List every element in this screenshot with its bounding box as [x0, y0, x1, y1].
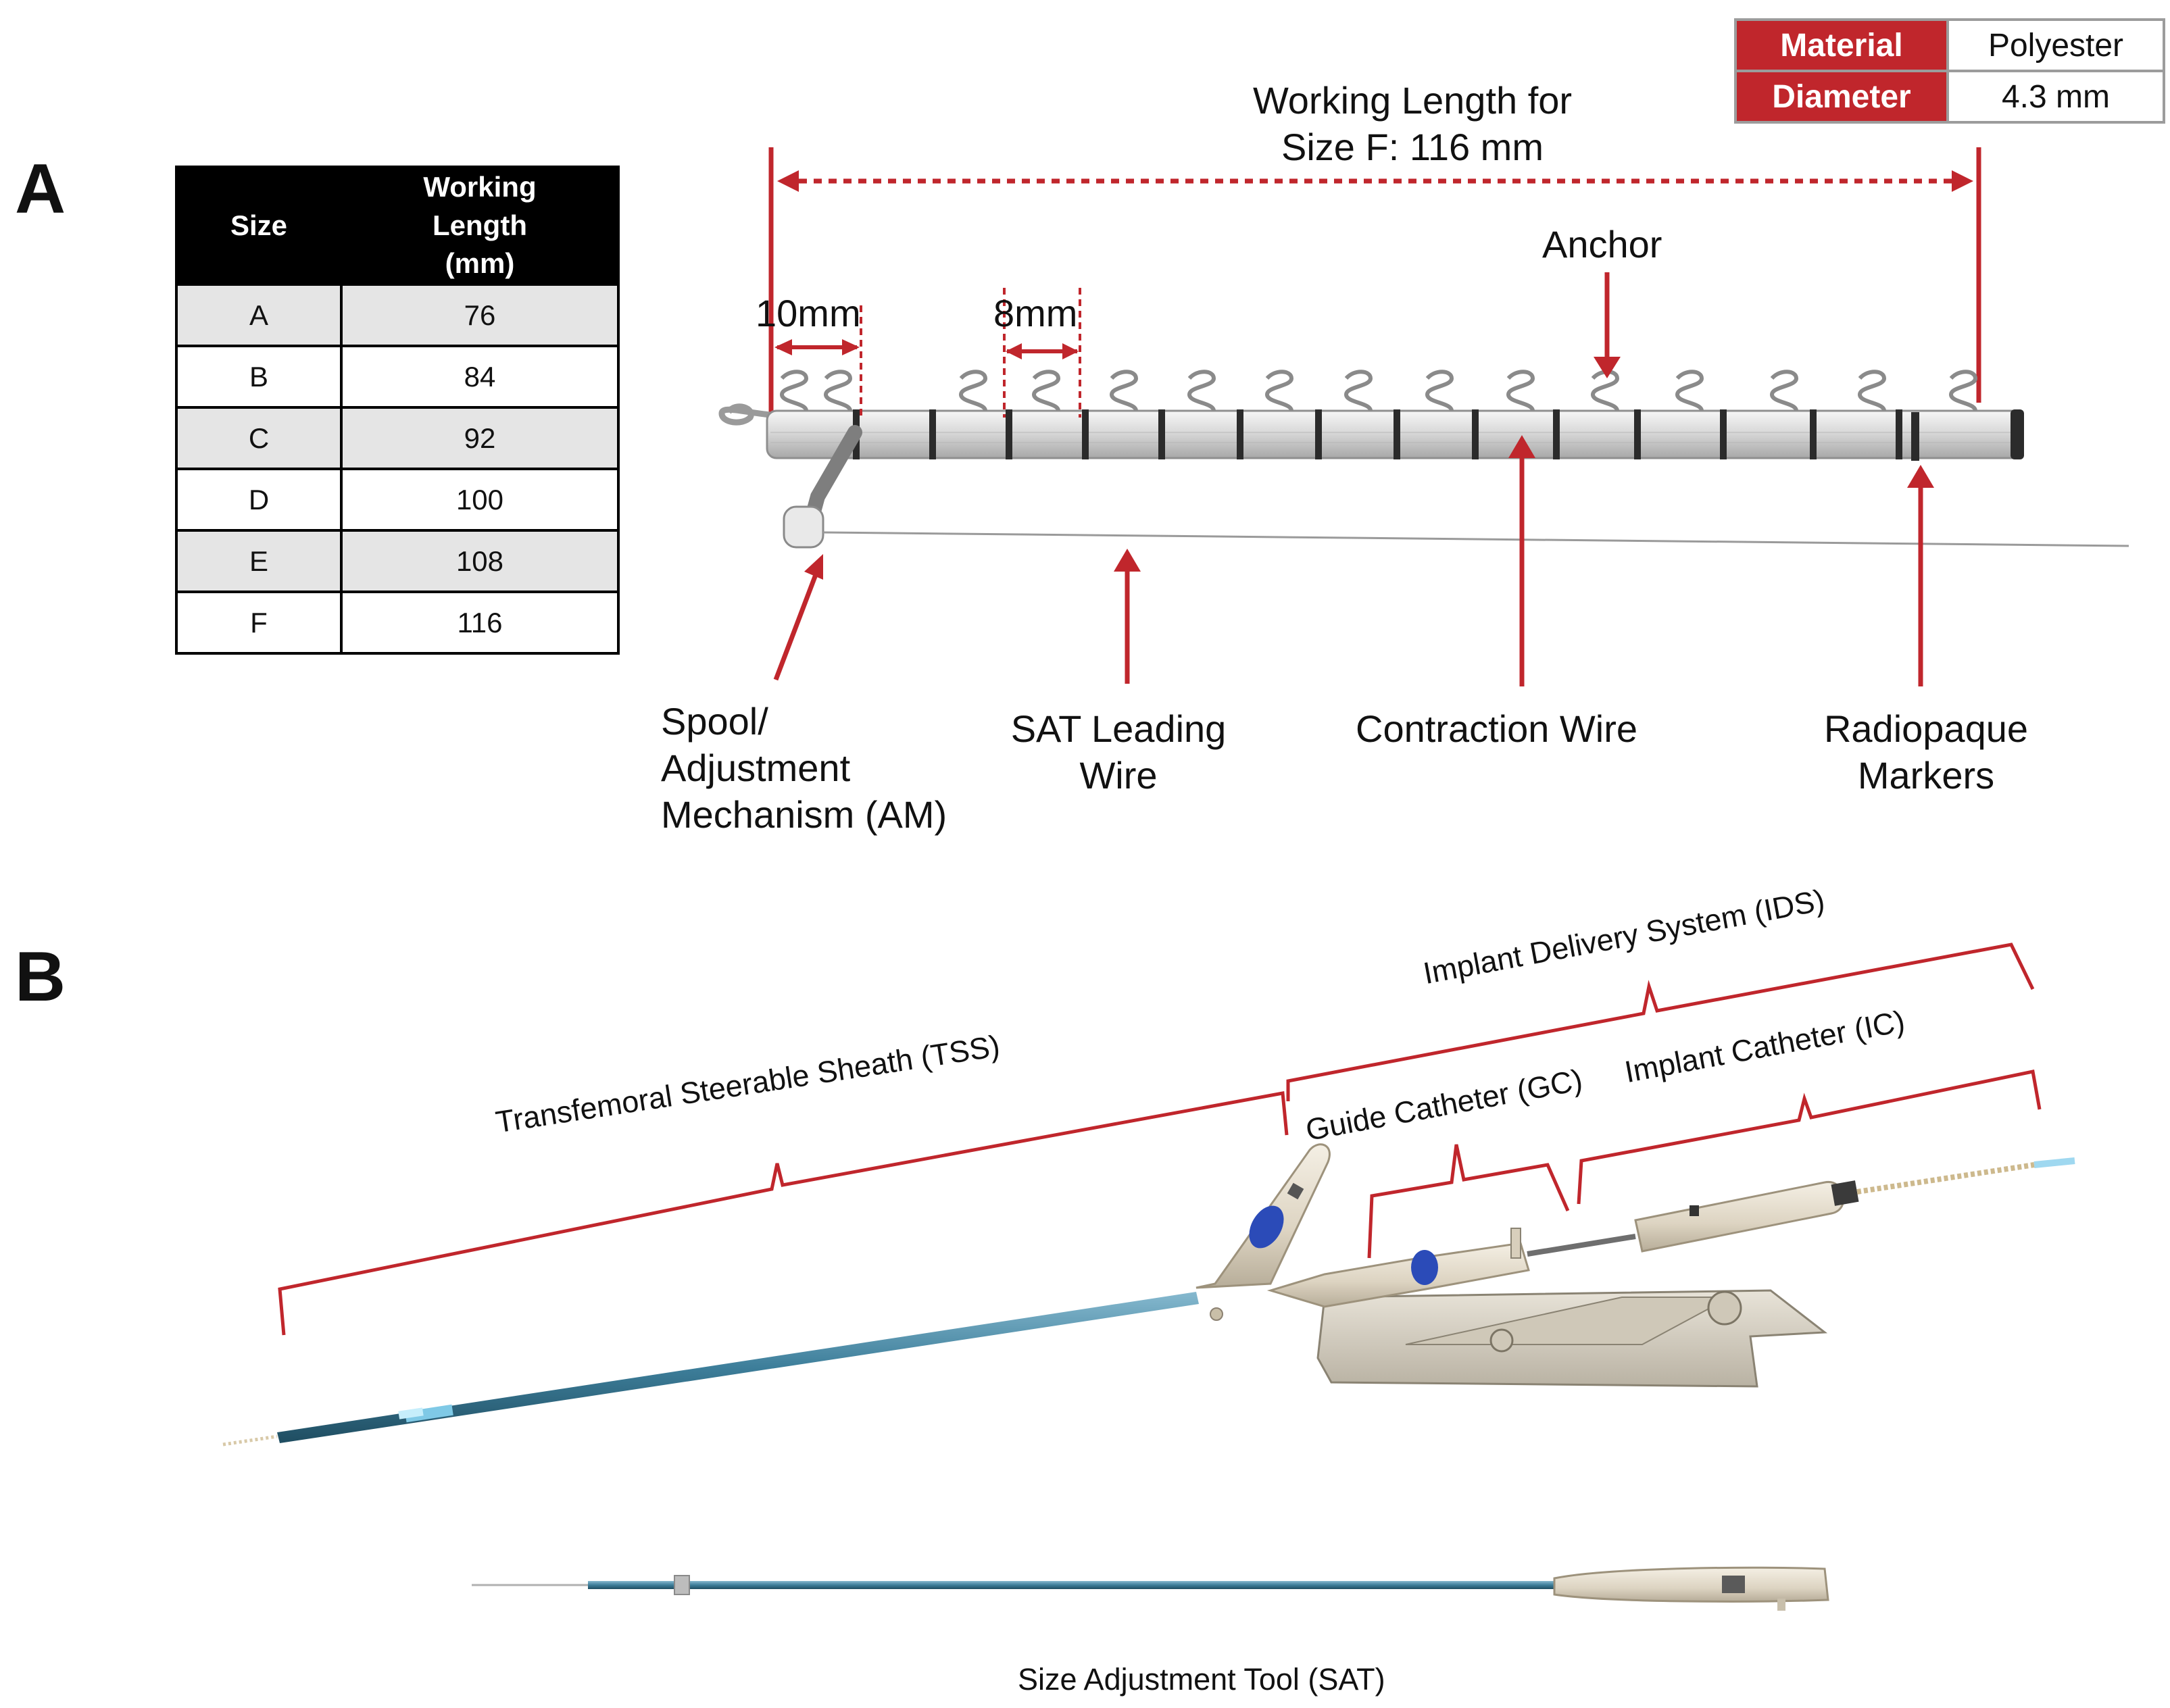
anchor-label: Anchor — [1542, 223, 1662, 266]
length-cell: 76 — [340, 283, 620, 348]
guide-catheter-handle — [1266, 1228, 1636, 1308]
gc-knob-icon — [1411, 1250, 1438, 1285]
material-value: Polyester — [1946, 18, 2165, 72]
stabilizer-plate — [1316, 1289, 1828, 1388]
length-cell: 108 — [340, 529, 620, 594]
working-length-label: Working Length for Size F: 116 mm — [1252, 79, 1573, 168]
size-header: Size — [175, 165, 343, 286]
dim-8mm-label: 8mm — [993, 292, 1078, 334]
diameter-key: Diameter — [1734, 70, 1949, 124]
size-cell: D — [175, 468, 343, 532]
sat-leading-wire-label: SAT Leading Wire — [1010, 707, 1227, 797]
size-adjustment-tool — [472, 1566, 1829, 1611]
length-cell: 100 — [340, 468, 620, 532]
size-cell: C — [175, 406, 343, 471]
panel-label-b: B — [15, 938, 66, 1016]
implant-catheter-handle — [1634, 1157, 2075, 1253]
transfemoral-steerable-sheath — [222, 1292, 1199, 1447]
length-cell: 92 — [340, 406, 620, 471]
length-cell: 116 — [340, 591, 620, 655]
material-key: Material — [1734, 18, 1949, 72]
callout-arrows — [773, 272, 1934, 686]
size-cell: B — [175, 345, 343, 409]
size-cell: F — [175, 591, 343, 655]
tss-handle — [1195, 1143, 1331, 1321]
annuloplasty-implant — [718, 370, 2129, 549]
radiopaque-markers-label: Radiopaque Markers — [1823, 707, 2029, 797]
size-cell: E — [175, 529, 343, 594]
working-length-arrowhead-right — [1952, 170, 1973, 192]
length-cell: 84 — [340, 345, 620, 409]
sat-leading-wire — [822, 531, 2129, 547]
spool-icon — [783, 505, 824, 549]
tss-steering-knob-icon — [1249, 1205, 1284, 1249]
diameter-value: 4.3 mm — [1946, 70, 2165, 124]
component-brackets — [278, 943, 2042, 1336]
dim-10mm-label: 10mm — [756, 292, 861, 334]
panel-label-a: A — [15, 150, 66, 228]
size-cell: A — [175, 283, 343, 348]
contraction-wire-label: Contraction Wire — [1356, 707, 1638, 750]
spool-am-label: Spool/ Adjustment Mechanism (AM) — [661, 700, 947, 836]
working-length-header: Working Length (mm) — [340, 165, 620, 286]
sat-label: Size Adjustment Tool (SAT) — [1018, 1662, 1385, 1697]
working-length-arrowhead-left — [777, 170, 799, 192]
